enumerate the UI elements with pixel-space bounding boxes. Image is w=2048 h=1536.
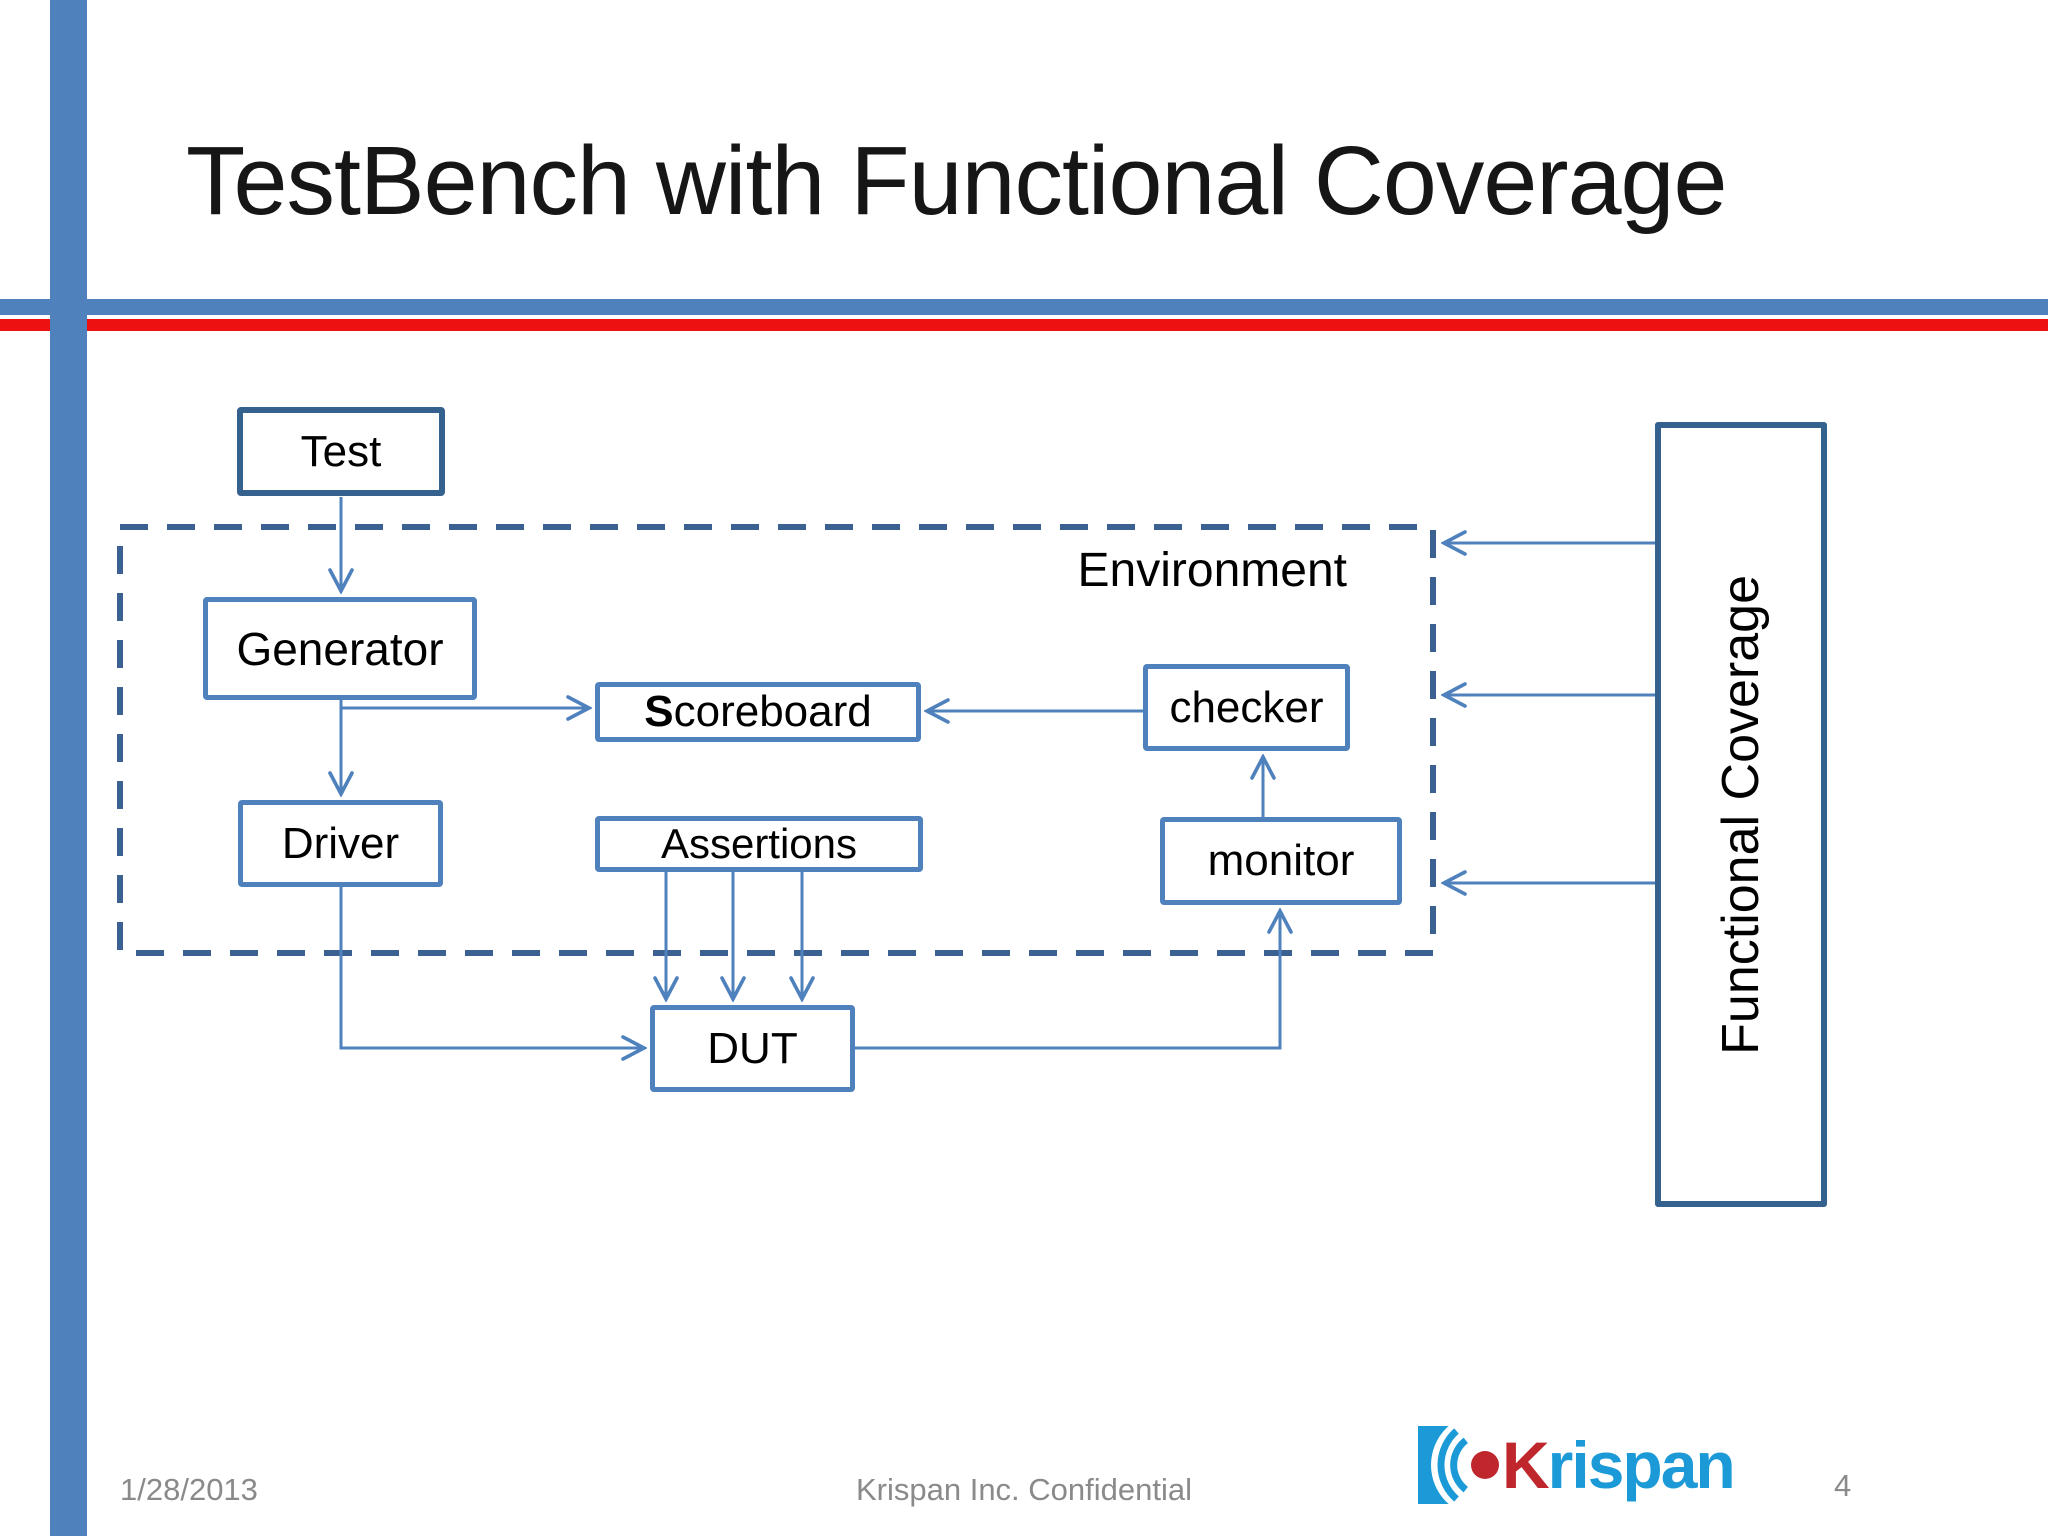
environment-label: Environment (1077, 544, 1347, 597)
node-dut: DUT (650, 1005, 855, 1092)
logo-letter-k: K (1502, 1428, 1550, 1502)
node-generator-label: Generator (236, 622, 444, 675)
krispan-logo: Krispan (1418, 1418, 1818, 1528)
node-functional-coverage-label: Functional Coverage (1712, 574, 1770, 1055)
node-checker-label: checker (1169, 682, 1324, 732)
vertical-accent-bar (50, 0, 87, 1536)
node-test: Test (237, 407, 445, 496)
node-test-label: Test (300, 426, 382, 476)
footer-date: 1/28/2013 (120, 1472, 258, 1507)
red-accent-line (0, 319, 2048, 331)
krispan-logo-text: Krispan (1502, 1426, 1736, 1505)
node-monitor: monitor (1160, 817, 1402, 905)
node-driver-label: Driver (281, 818, 400, 868)
node-scoreboard-label: Scoreboard (644, 687, 872, 736)
node-scoreboard: Scoreboard (595, 682, 921, 742)
node-dut-label: DUT (707, 1023, 798, 1073)
environment-dashed-border (117, 524, 1436, 956)
krispan-logo-icon (1418, 1418, 1514, 1517)
node-functional-coverage: Functional Coverage (1655, 422, 1827, 1207)
node-monitor-label: monitor (1207, 836, 1355, 885)
node-driver: Driver (238, 800, 443, 887)
footer-confidential: Krispan Inc. Confidential (855, 1472, 1193, 1507)
node-assertions-label: Assertions (660, 820, 858, 867)
node-generator: Generator (203, 597, 477, 700)
horizontal-accent-bar (0, 299, 2048, 315)
node-assertions: Assertions (595, 816, 923, 872)
logo-letters-rispan: rispan (1547, 1428, 1736, 1502)
slide-title: TestBench with Functional Coverage (186, 126, 1727, 235)
node-checker: checker (1143, 664, 1350, 751)
page-number: 4 (1834, 1468, 1852, 1503)
